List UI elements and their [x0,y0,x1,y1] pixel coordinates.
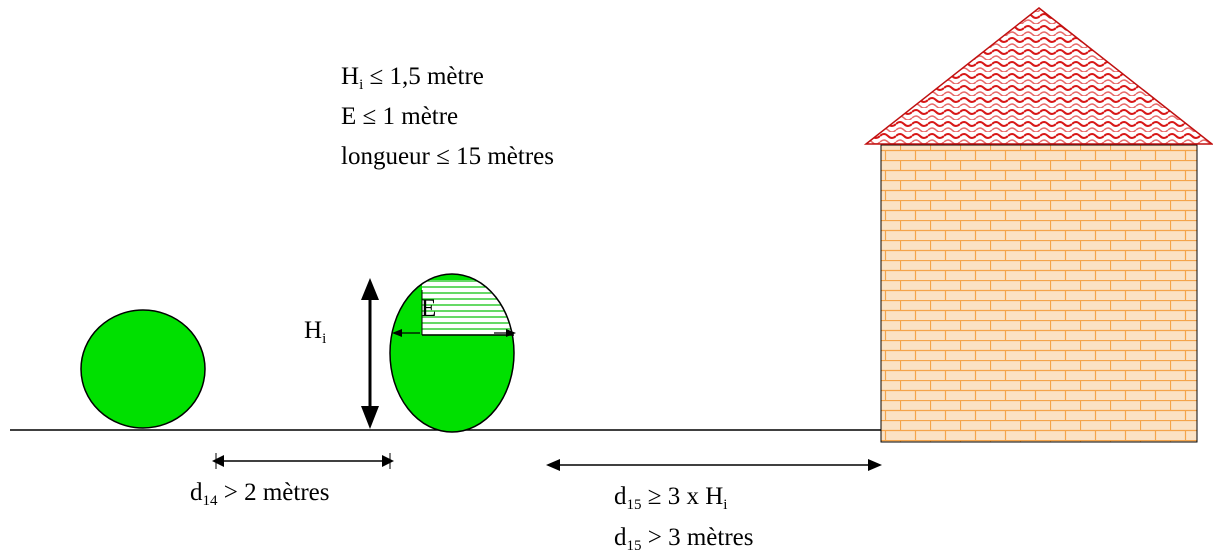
thickness-arrow [392,329,516,337]
d15-label-minimum: d15 > 3 mètres [614,524,754,554]
condition-height: Hi ≤ 1,5 mètre [341,63,484,93]
height-arrow [361,278,379,429]
d15-label-ratio: d15 ≥ 3 x Hi [614,483,727,513]
house-roof [863,7,1213,145]
height-label: Hi [304,317,326,347]
d14-arrow [212,453,394,469]
condition-thickness: E ≤ 1 mètre [341,103,458,130]
hedge-right [389,273,515,433]
d14-label: d14 > 2 mètres [190,479,330,509]
condition-length: longueur ≤ 15 mètres [341,143,554,170]
d15-arrow [546,459,882,471]
house-wall [880,144,1198,443]
hedge-left [80,309,206,429]
house [863,7,1213,443]
thickness-label: E [421,295,436,322]
